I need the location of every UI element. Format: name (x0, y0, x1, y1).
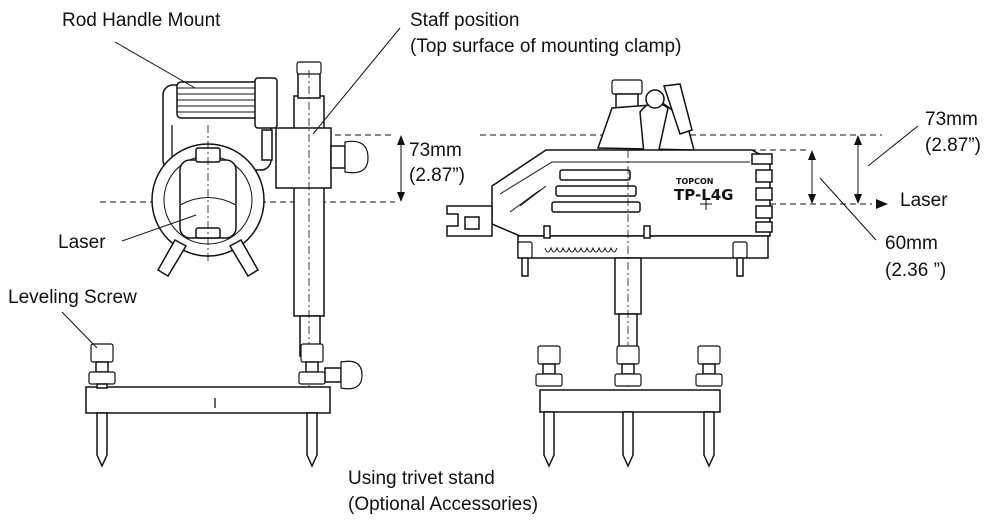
staff-position-sublabel: (Top surface of mounting clamp) (410, 36, 682, 57)
leveling-screw-label: Leveling Screw (8, 287, 137, 308)
laser-left-label: Laser (58, 232, 106, 253)
caption-label: Using trivet stand (348, 468, 495, 489)
laser-right-label: Laser (900, 190, 948, 211)
dim-right-in-label: (2.87”) (925, 135, 981, 156)
laser-arrow-head (876, 199, 888, 209)
dim-left-mm-label: 73mm (409, 140, 462, 161)
right-73mm-dimension (854, 125, 919, 204)
rod-handle-leader (114, 41, 196, 89)
dim-60-in-label: (2.36 ”) (885, 260, 947, 281)
right-side-view: TOPCON TP-L4G (446, 79, 919, 468)
leveling-screw-leader (61, 311, 98, 349)
caption-sublabel: (Optional Accessories) (348, 494, 539, 515)
rod-handle-mount-label: Rod Handle Mount (62, 10, 221, 31)
staff-position-label: Staff position (410, 10, 520, 31)
left-front-view (61, 27, 405, 468)
right-trivet-stand (535, 345, 723, 468)
right-60mm-dimension (808, 150, 877, 241)
device-brand: TOPCON (676, 177, 714, 186)
right-laser-body (446, 149, 773, 277)
staff-position-leader (312, 27, 401, 135)
device-model: TP-L4G (674, 186, 734, 204)
left-laser-body (151, 125, 265, 262)
left-trivet-stand (85, 343, 363, 468)
laser-left-leader (121, 214, 197, 242)
left-laser-legs (156, 238, 260, 278)
dim-left-in-label: (2.87”) (409, 165, 465, 186)
dim-60-mm-label: 60mm (885, 233, 938, 254)
left-staff-pole (275, 61, 369, 390)
right-top-clamp (596, 79, 695, 155)
left-73mm-dimension (397, 135, 405, 202)
dim-right-mm-label: 73mm (925, 109, 978, 130)
